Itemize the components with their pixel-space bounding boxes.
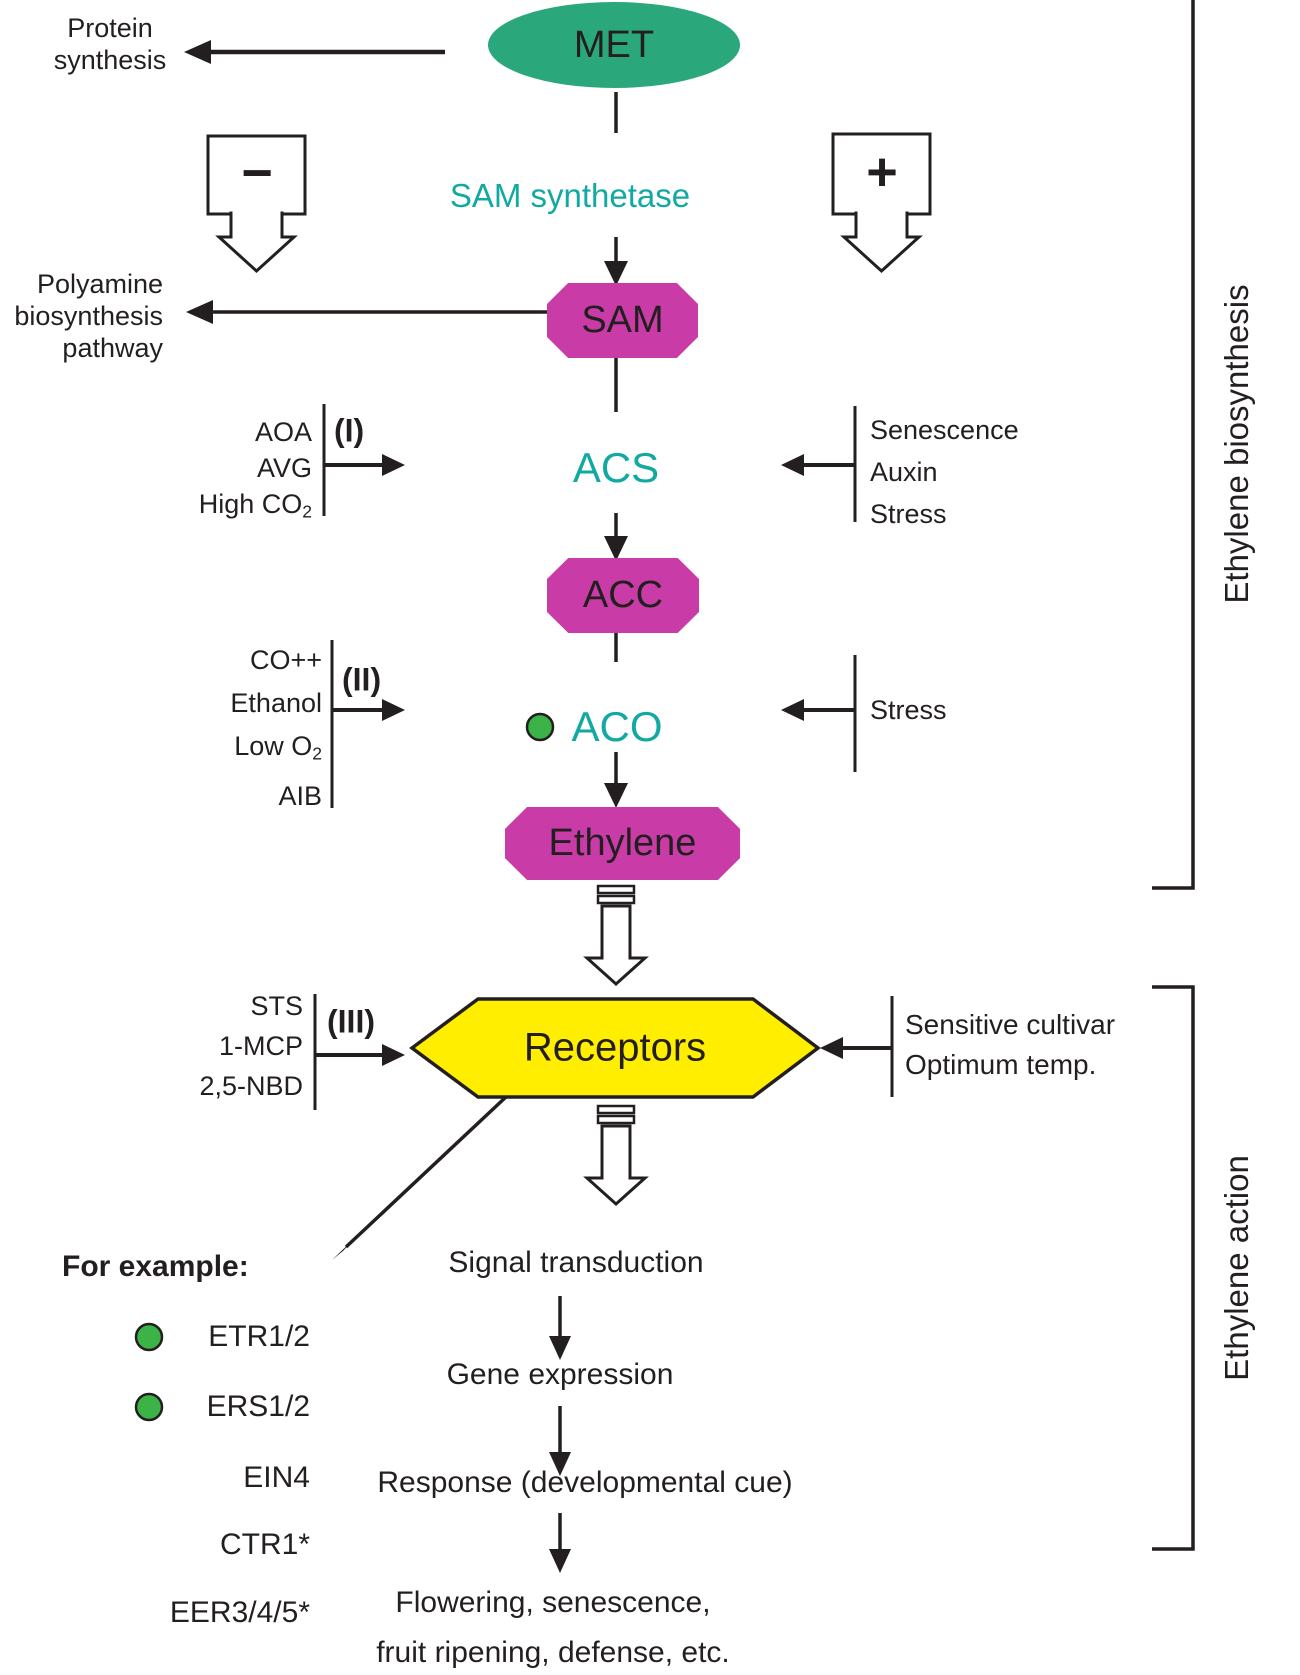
promoter-optimum-temp: Optimum temp.	[905, 1049, 1097, 1080]
arrowhead-aco-promoters	[781, 699, 804, 721]
aco-promoter-stress: Stress	[870, 695, 947, 725]
inhibitor-avg: AVG	[256, 453, 312, 483]
arrowhead-response-outcome	[549, 1549, 571, 1573]
inhibitor-1mcp: 1-MCP	[218, 1031, 303, 1061]
met-label: MET	[573, 23, 655, 66]
receptors-hexagon	[409, 997, 821, 1099]
hollow-arrow1-rib1	[596, 884, 636, 895]
arrowhead-group1	[382, 454, 405, 476]
inhibitor-group3-list: STS 1-MCP 2,5-NBD	[120, 986, 303, 1106]
inhibitor-aoa: AOA	[254, 417, 312, 447]
acc-label: ACC	[582, 574, 664, 616]
bracket-label-biosynthesis: Ethylene biosynthesis	[1218, 284, 1255, 604]
aco-label: ACO	[571, 703, 663, 750]
inhibitor-group2-list: CO++ Ethanol Low O2 AIB	[140, 639, 322, 818]
arrowhead-protein	[184, 40, 211, 64]
example-ein4: EIN4	[243, 1461, 310, 1494]
acs-label: ACS	[572, 444, 660, 491]
inhibitor-group1-list: AOA AVG High CO2	[150, 414, 312, 529]
inhibitor-lowo2: Low O2	[234, 731, 322, 764]
for-example-heading: For example:	[62, 1250, 249, 1283]
example-ers: ERS1/2	[206, 1390, 310, 1423]
arrowhead-gene-response	[549, 1452, 571, 1476]
etr-green-dot	[134, 1322, 164, 1352]
promoter-sensitive-cultivar: Sensitive cultivar	[905, 1009, 1116, 1040]
receptor-promoter-list: Sensitive cultivar Optimum temp.	[905, 1005, 1115, 1085]
plus-pendant-arrow	[840, 211, 923, 274]
hollow-arrow2	[583, 1124, 649, 1207]
arrow-receptors-examples	[344, 1094, 509, 1249]
aco-green-dot	[525, 712, 555, 742]
hollow-arrow2-rib2	[596, 1114, 636, 1125]
signal-transduction-label: Signal transduction	[448, 1246, 704, 1279]
inhibitor-highco2: High CO2	[198, 489, 312, 522]
promoter-auxin: Auxin	[870, 457, 938, 487]
polyamine-line2: biosynthesis	[14, 301, 163, 331]
acc-node: ACC	[547, 558, 699, 633]
plus-sign: +	[866, 142, 898, 202]
arrowhead-into-sam	[604, 261, 628, 286]
polyamine-line3: pathway	[62, 333, 163, 363]
arrowhead-group2	[382, 699, 405, 721]
met-node: MET	[488, 2, 740, 88]
polyamine-label: Polyamine biosynthesis pathway	[0, 268, 163, 364]
ethylene-node: Ethylene	[505, 807, 740, 880]
example-ctr1: CTR1*	[219, 1528, 310, 1561]
receptors-label: Receptors	[523, 1025, 707, 1070]
example-eer345: EER3/4/5*	[169, 1596, 310, 1629]
outcome-label: Flowering, senescence, fruit ripening, d…	[253, 1578, 853, 1675]
inhibitor-aib: AIB	[278, 781, 322, 812]
inhibitor-group1-roman: (I)	[334, 412, 365, 449]
hollow-arrow2-rib1	[596, 1104, 636, 1115]
protein-synthesis-label: Protein synthesis	[35, 12, 185, 76]
ethylene-label: Ethylene	[548, 822, 697, 864]
plus-box	[831, 132, 932, 216]
sam-synthetase-label: SAM synthetase	[449, 177, 691, 214]
inhibitor-25nbd: 2,5-NBD	[199, 1071, 303, 1101]
sam-node: SAM	[547, 283, 698, 358]
inhibitor-group2-roman: (II)	[342, 661, 382, 698]
protein-synthesis-line1: Protein	[67, 13, 153, 43]
arrowhead-acs-acc	[604, 536, 628, 561]
example-etr: ETR1/2	[208, 1320, 310, 1353]
polyamine-line1: Polyamine	[36, 269, 163, 299]
minus-sign: −	[241, 143, 273, 203]
arrowhead-examples	[332, 1237, 356, 1260]
inhibitor-sts: STS	[250, 991, 303, 1021]
bracket-action	[1152, 985, 1195, 1551]
hollow-arrow1-rib2	[596, 894, 636, 905]
promoter-senescence: Senescence	[870, 415, 1019, 445]
inhibitor-group3-roman: (III)	[327, 1003, 375, 1040]
acs-promoter-list: Senescence Auxin Stress	[870, 409, 1019, 535]
outcome-line1: Flowering, senescence,	[395, 1586, 711, 1619]
arrowhead-group3	[382, 1044, 405, 1066]
hollow-arrow1	[583, 904, 649, 987]
sam-label: SAM	[581, 299, 664, 341]
promoter-stress1: Stress	[870, 499, 947, 529]
inhibitor-co: CO++	[249, 645, 322, 675]
gene-expression-label: Gene expression	[446, 1358, 674, 1391]
inhibitor-ethanol: Ethanol	[230, 688, 322, 718]
protein-synthesis-line2: synthesis	[53, 45, 167, 75]
arrowhead-signal-gene	[549, 1336, 571, 1360]
ers-green-dot	[134, 1392, 164, 1422]
bracket-label-action: Ethylene action	[1218, 1155, 1255, 1381]
response-label: Response (developmental cue)	[377, 1466, 793, 1499]
arrowhead-receptor-promoters	[820, 1037, 843, 1059]
arrowhead-acs-promoters	[781, 454, 804, 476]
arrowhead-aco-ethylene	[604, 783, 628, 808]
minus-pendant-arrow	[215, 211, 298, 274]
outcome-line2: fruit ripening, defense, etc.	[376, 1636, 730, 1669]
bracket-biosynthesis	[1152, 0, 1195, 890]
arrowhead-polyamine	[186, 300, 213, 324]
